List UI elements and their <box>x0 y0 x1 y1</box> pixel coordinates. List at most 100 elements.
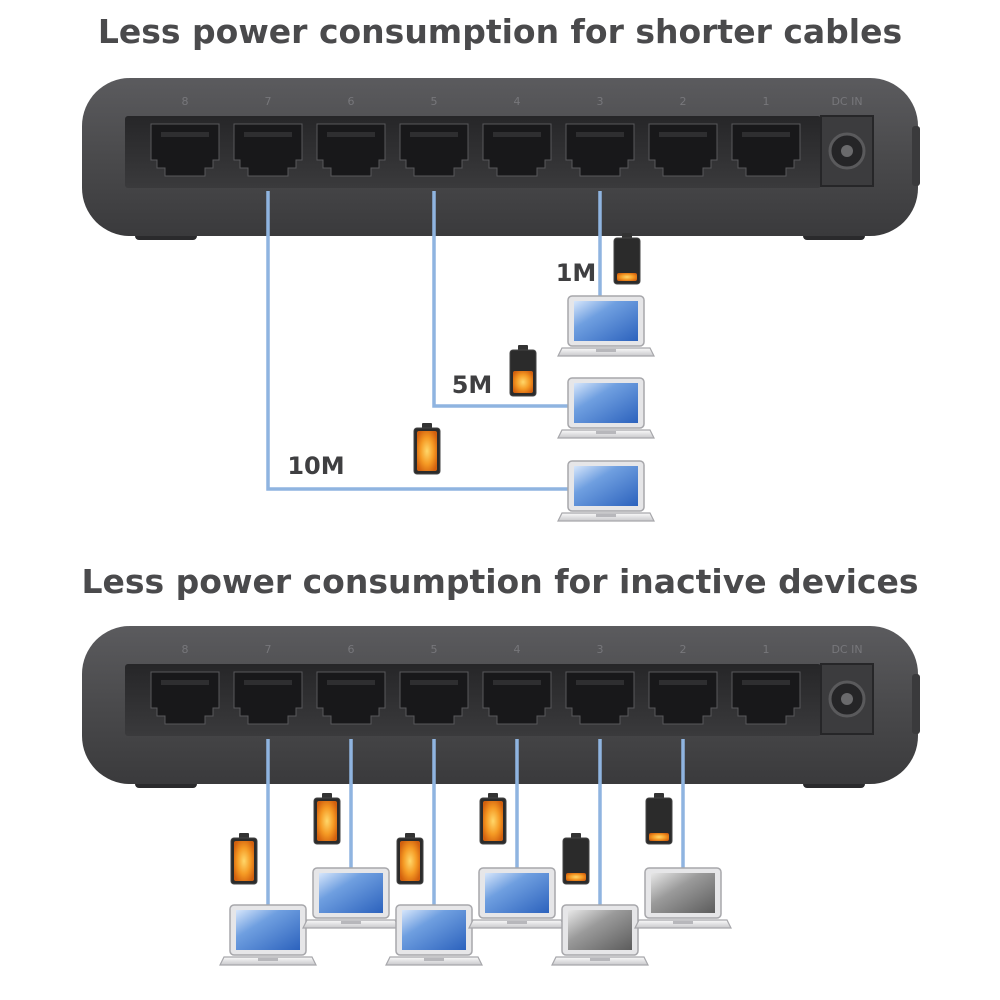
battery-casing <box>613 237 641 285</box>
rj45-socket <box>731 123 801 177</box>
ethernet-port-5 <box>399 123 469 177</box>
battery-charge-level <box>483 801 503 841</box>
rj45-socket <box>233 671 303 725</box>
rj45-contacts <box>244 680 292 685</box>
battery-casing <box>645 797 673 845</box>
rj45-contacts <box>410 132 458 137</box>
battery-charge-level <box>234 841 254 881</box>
rj45-socket <box>565 123 635 177</box>
port-number-label: 1 <box>763 95 770 108</box>
rj45-contacts <box>493 132 541 137</box>
rj45-socket <box>150 671 220 725</box>
dc-in-jack <box>820 663 874 735</box>
port-number-label: 3 <box>597 643 604 656</box>
port-number-label: 5 <box>431 643 438 656</box>
title-shorter-cables: Less power consumption for shorter cable… <box>97 12 903 51</box>
port-number-label: 2 <box>680 95 687 108</box>
rj45-socket <box>565 671 635 725</box>
switch-side-edge <box>912 674 920 734</box>
ethernet-port-1 <box>731 123 801 177</box>
rj45-contacts <box>576 132 624 137</box>
rj45-contacts <box>742 680 790 685</box>
laptop-icon <box>634 867 732 929</box>
port-number-label: 6 <box>348 95 355 108</box>
dc-in-label: DC IN <box>831 643 862 656</box>
rj45-socket <box>233 123 303 177</box>
battery-charge-level <box>417 431 437 471</box>
rj45-socket <box>731 671 801 725</box>
rj45-contacts <box>327 132 375 137</box>
ethernet-port-3 <box>565 671 635 725</box>
battery-icon <box>645 793 673 845</box>
cable-length-label: 5M <box>452 371 493 399</box>
battery-icon <box>509 345 537 397</box>
laptop-icon <box>557 377 655 439</box>
ethernet-cable <box>266 191 568 491</box>
connection-port-6 <box>302 739 400 929</box>
battery-casing <box>562 837 590 885</box>
battery-icon <box>413 423 441 475</box>
laptop-screen <box>236 910 300 950</box>
laptop-trackpad <box>673 921 693 924</box>
laptop-trackpad <box>596 349 616 352</box>
cable-length-label: 10M <box>287 452 344 480</box>
connection-port-7: 10M <box>266 191 655 522</box>
rj45-socket <box>399 123 469 177</box>
laptop-icon <box>302 867 400 929</box>
ethernet-port-8 <box>150 123 220 177</box>
rj45-socket <box>150 123 220 177</box>
laptop-icon <box>557 460 655 522</box>
battery-icon <box>313 793 341 845</box>
rj45-socket <box>399 671 469 725</box>
laptop-screen <box>574 301 638 341</box>
rj45-contacts <box>659 132 707 137</box>
port-number-label: 4 <box>514 95 521 108</box>
ethernet-port-6 <box>316 671 386 725</box>
ethernet-port-2 <box>648 123 718 177</box>
laptop-screen <box>485 873 549 913</box>
rj45-contacts <box>742 132 790 137</box>
battery-charge-level <box>400 841 420 881</box>
ethernet-port-4 <box>482 123 552 177</box>
rj45-contacts <box>327 680 375 685</box>
dc-jack-pin <box>841 693 853 705</box>
ethernet-port-7 <box>233 123 303 177</box>
laptop-icon <box>468 867 566 929</box>
dc-in-jack <box>820 115 874 187</box>
rj45-contacts <box>576 680 624 685</box>
ethernet-port-5 <box>399 671 469 725</box>
laptop-screen <box>574 383 638 423</box>
connection-port-4 <box>468 739 566 929</box>
laptop-icon <box>551 904 649 966</box>
battery-icon <box>613 233 641 285</box>
dc-jack-pin <box>841 145 853 157</box>
ethernet-port-8 <box>150 671 220 725</box>
battery-charge-level <box>566 873 586 881</box>
port-number-label: 4 <box>514 643 521 656</box>
ethernet-port-1 <box>731 671 801 725</box>
ethernet-port-4 <box>482 671 552 725</box>
battery-icon <box>396 833 424 885</box>
battery-icon <box>230 833 258 885</box>
laptop-trackpad <box>424 958 444 961</box>
laptop-icon <box>219 904 317 966</box>
rj45-socket <box>482 123 552 177</box>
connection-port-5: 5M <box>432 191 655 439</box>
battery-charge-level <box>513 371 533 393</box>
cable-length-label: 1M <box>556 259 597 287</box>
battery-icon <box>479 793 507 845</box>
laptop-trackpad <box>596 431 616 434</box>
ethernet-port-3 <box>565 123 635 177</box>
laptop-icon <box>385 904 483 966</box>
port-number-label: 8 <box>182 95 189 108</box>
port-number-label: 6 <box>348 643 355 656</box>
port-number-label: 5 <box>431 95 438 108</box>
port-number-label: 1 <box>763 643 770 656</box>
battery-charge-level <box>649 833 669 841</box>
rj45-contacts <box>244 132 292 137</box>
connection-port-2 <box>634 739 732 929</box>
rj45-socket <box>316 671 386 725</box>
